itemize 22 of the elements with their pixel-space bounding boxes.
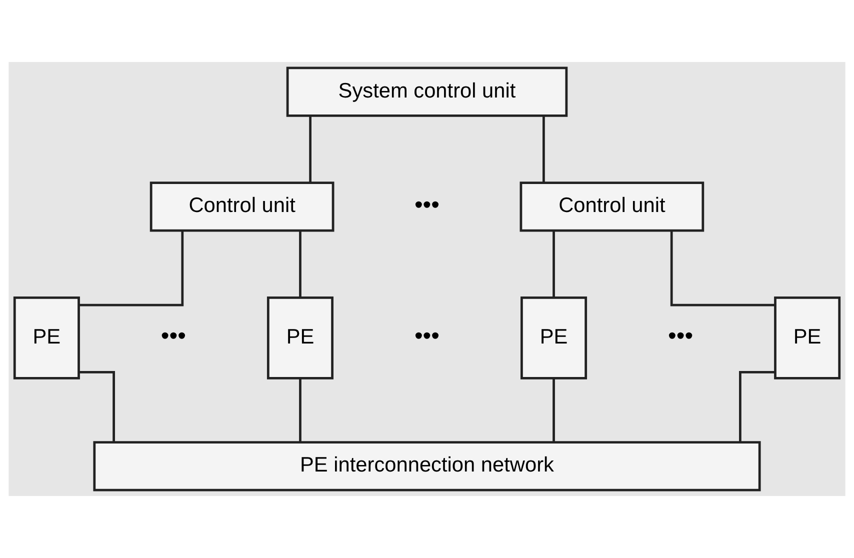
- connector: [552, 378, 555, 442]
- connector: [670, 231, 776, 306]
- connector: [542, 116, 545, 183]
- node-box: PE: [774, 296, 841, 380]
- connector: [299, 230, 302, 298]
- label: •••: [668, 322, 694, 350]
- label: •••: [414, 191, 440, 218]
- connector: [78, 231, 184, 306]
- node-box: Control unit: [520, 182, 704, 232]
- label: •••: [414, 322, 440, 350]
- node-box: PE interconnection network: [93, 441, 761, 492]
- node-box: Control unit: [150, 182, 334, 232]
- connector: [79, 371, 115, 442]
- label: •••: [160, 322, 186, 350]
- node-box: PE: [266, 296, 334, 380]
- node-box: System control unit: [286, 66, 568, 117]
- connector: [309, 116, 312, 183]
- connector: [552, 230, 555, 298]
- node-box: PE: [13, 296, 80, 380]
- node-box: PE: [520, 296, 588, 380]
- connector: [299, 378, 302, 442]
- connector: [739, 371, 775, 442]
